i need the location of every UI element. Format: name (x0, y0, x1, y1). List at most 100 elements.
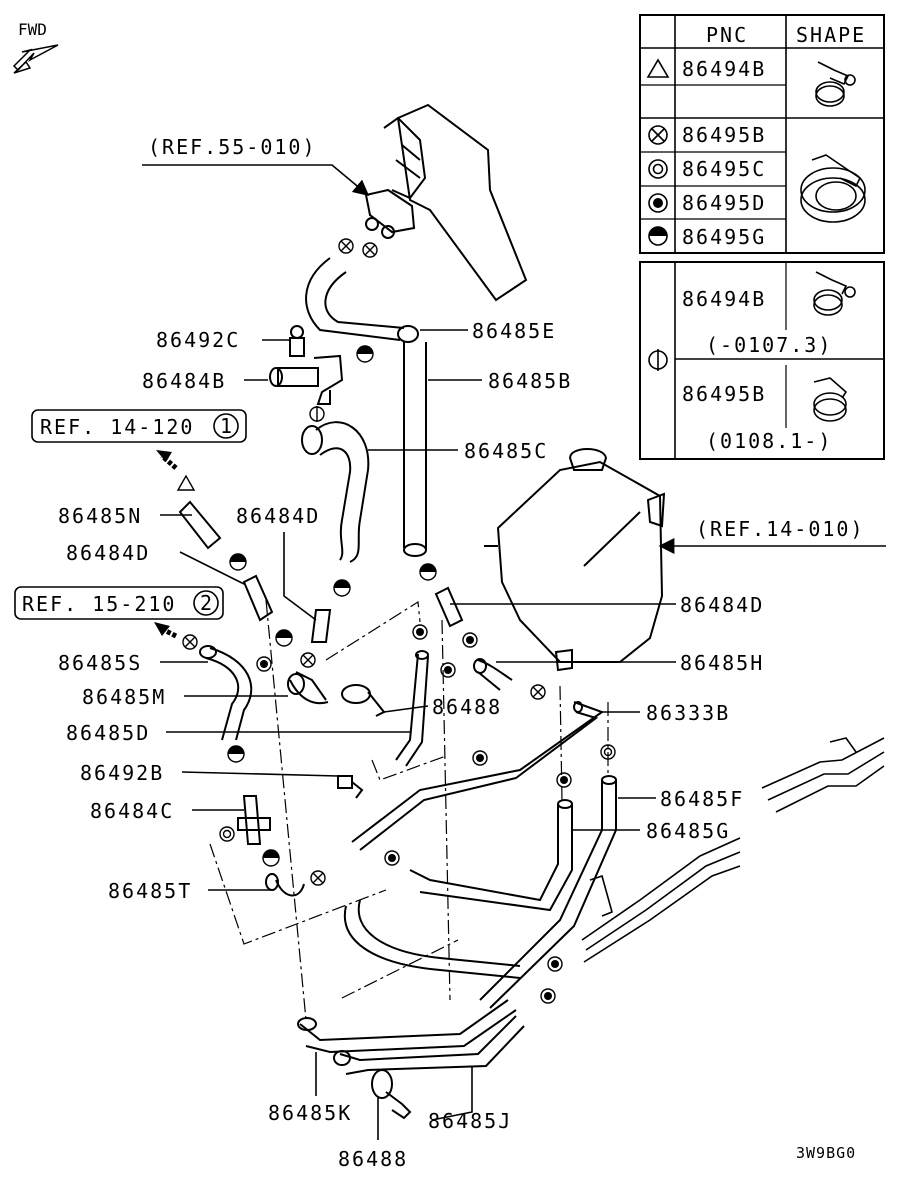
legend-table: PNC SHAPE 86494B 86495B 86495C 86495D 86… (639, 14, 885, 254)
hose-clamp-large-icon (800, 154, 866, 223)
label-86484B: 86484B (142, 369, 226, 393)
legend-pnc-86495G: 86495G (682, 225, 766, 249)
circle-half-icon (648, 226, 668, 246)
hose-86485C (301, 421, 370, 563)
label-86485T: 86485T (108, 879, 192, 903)
hose-clamp-small-icon (813, 271, 856, 316)
circle-ring-icon (600, 744, 616, 760)
sensor-86492C (289, 325, 305, 357)
label-86485E: 86485E (472, 319, 556, 343)
valve-86484B (269, 354, 344, 405)
hose-86485T (265, 873, 305, 897)
legend-phi-pnc-1: 86494B (682, 287, 766, 311)
circle-dot-icon (412, 624, 428, 640)
label-86492B: 86492B (80, 761, 164, 785)
legend-table-phi: 86494B (-0107.3) 86495B (0108.1-) (639, 261, 885, 460)
ref-15-210-label: REF. 15-210 (22, 592, 176, 616)
circle-dot-icon (256, 656, 272, 672)
circle-half-icon (333, 579, 351, 597)
tee-86484C (237, 795, 271, 845)
ref-15-210-number: 2 (200, 591, 214, 615)
heater-unit (364, 103, 528, 302)
label-86484D-a: 86484D (236, 504, 320, 528)
circle-half-icon (419, 563, 437, 581)
circle-x-icon (310, 870, 326, 886)
ref-arrow-1-icon (156, 450, 196, 491)
circle-half-icon (229, 553, 247, 571)
ref-55-010-label: (REF.55-010) (148, 135, 317, 159)
legend-phi-range-2: (0108.1-) (706, 429, 832, 453)
circle-ring-icon (219, 826, 235, 842)
triangle-icon (646, 58, 670, 78)
hose-clamp-band-icon (813, 377, 848, 422)
hose-86485J (333, 1015, 525, 1075)
hose-86485M (287, 671, 329, 705)
label-86485F: 86485F (660, 787, 744, 811)
clamp-symbols (182, 238, 616, 1004)
label-86333B: 86333B (646, 701, 730, 725)
ref-14-120-label: REF. 14-120 (40, 415, 194, 439)
label-86485H: 86485H (680, 651, 764, 675)
fwd-arrow-icon (12, 44, 59, 74)
label-86485K: 86485K (268, 1101, 352, 1125)
circle-dot-icon (384, 850, 400, 866)
clip-86488-lower (371, 1069, 412, 1120)
circle-bar-icon (648, 349, 668, 371)
circle-x-icon (182, 634, 198, 650)
ref-14-120-number: 1 (220, 414, 234, 438)
legend-pnc-86495C: 86495C (682, 157, 766, 181)
fwd-label: FWD (18, 20, 47, 39)
leader-lines (160, 329, 676, 1140)
circle-x-icon (300, 652, 316, 668)
circle-half-icon (227, 745, 245, 763)
legend-pnc-86494B: 86494B (682, 57, 766, 81)
circle-dot-icon (462, 632, 478, 648)
label-86485C: 86485C (464, 439, 548, 463)
hose-clamp-small-icon (815, 61, 856, 107)
body-pipe-lines (581, 737, 885, 963)
label-86485D: 86485D (66, 721, 150, 745)
label-86488-lower: 86488 (338, 1147, 408, 1171)
circle-dot-icon (472, 750, 488, 766)
hose-86485B (403, 342, 427, 557)
circle-ring-icon (648, 159, 668, 179)
label-86488-upper: 86488 (432, 695, 502, 719)
pipe-86484D-left (242, 574, 274, 622)
circle-dot-icon (440, 662, 456, 678)
hose-86485S (199, 645, 253, 741)
legend-pnc-86495B: 86495B (682, 123, 766, 147)
circle-dot-icon (540, 988, 556, 1004)
pipe-86484D-mid (310, 609, 332, 643)
legend-header-shape: SHAPE (796, 23, 866, 47)
label-86484D-c: 86484D (680, 593, 764, 617)
diagram-code: 3W9BG0 (796, 1144, 856, 1162)
circle-half-icon (275, 629, 293, 647)
label-86485B: 86485B (488, 369, 572, 393)
sensor-86492B (337, 775, 364, 799)
circle-dot-icon (547, 956, 563, 972)
label-86485G: 86485G (646, 819, 730, 843)
reservoir-tank (484, 448, 666, 672)
label-86485N: 86485N (58, 504, 142, 528)
legend-header-pnc: PNC (706, 23, 748, 47)
circle-dot-icon (556, 772, 572, 788)
label-86484C: 86484C (90, 799, 174, 823)
circle-bar-icon (309, 406, 325, 422)
label-86485S: 86485S (58, 651, 142, 675)
pipe-86333B (351, 701, 605, 851)
circle-x-icon (362, 242, 378, 258)
circle-dot-icon (648, 193, 668, 213)
circle-x-icon (648, 125, 668, 145)
circle-x-icon (530, 684, 546, 700)
label-86485J: 86485J (428, 1109, 512, 1133)
circle-half-icon (262, 849, 280, 867)
circle-half-icon (356, 345, 374, 363)
hose-86485G (343, 799, 573, 979)
legend-phi-pnc-2: 86495B (682, 382, 766, 406)
label-86484D-b: 86484D (66, 541, 150, 565)
legend-phi-range-1: (-0107.3) (706, 333, 832, 357)
ref-14-010-label: (REF.14-010) (696, 517, 865, 541)
legend-pnc-86495D: 86495D (682, 191, 766, 215)
label-86492C: 86492C (156, 328, 240, 352)
